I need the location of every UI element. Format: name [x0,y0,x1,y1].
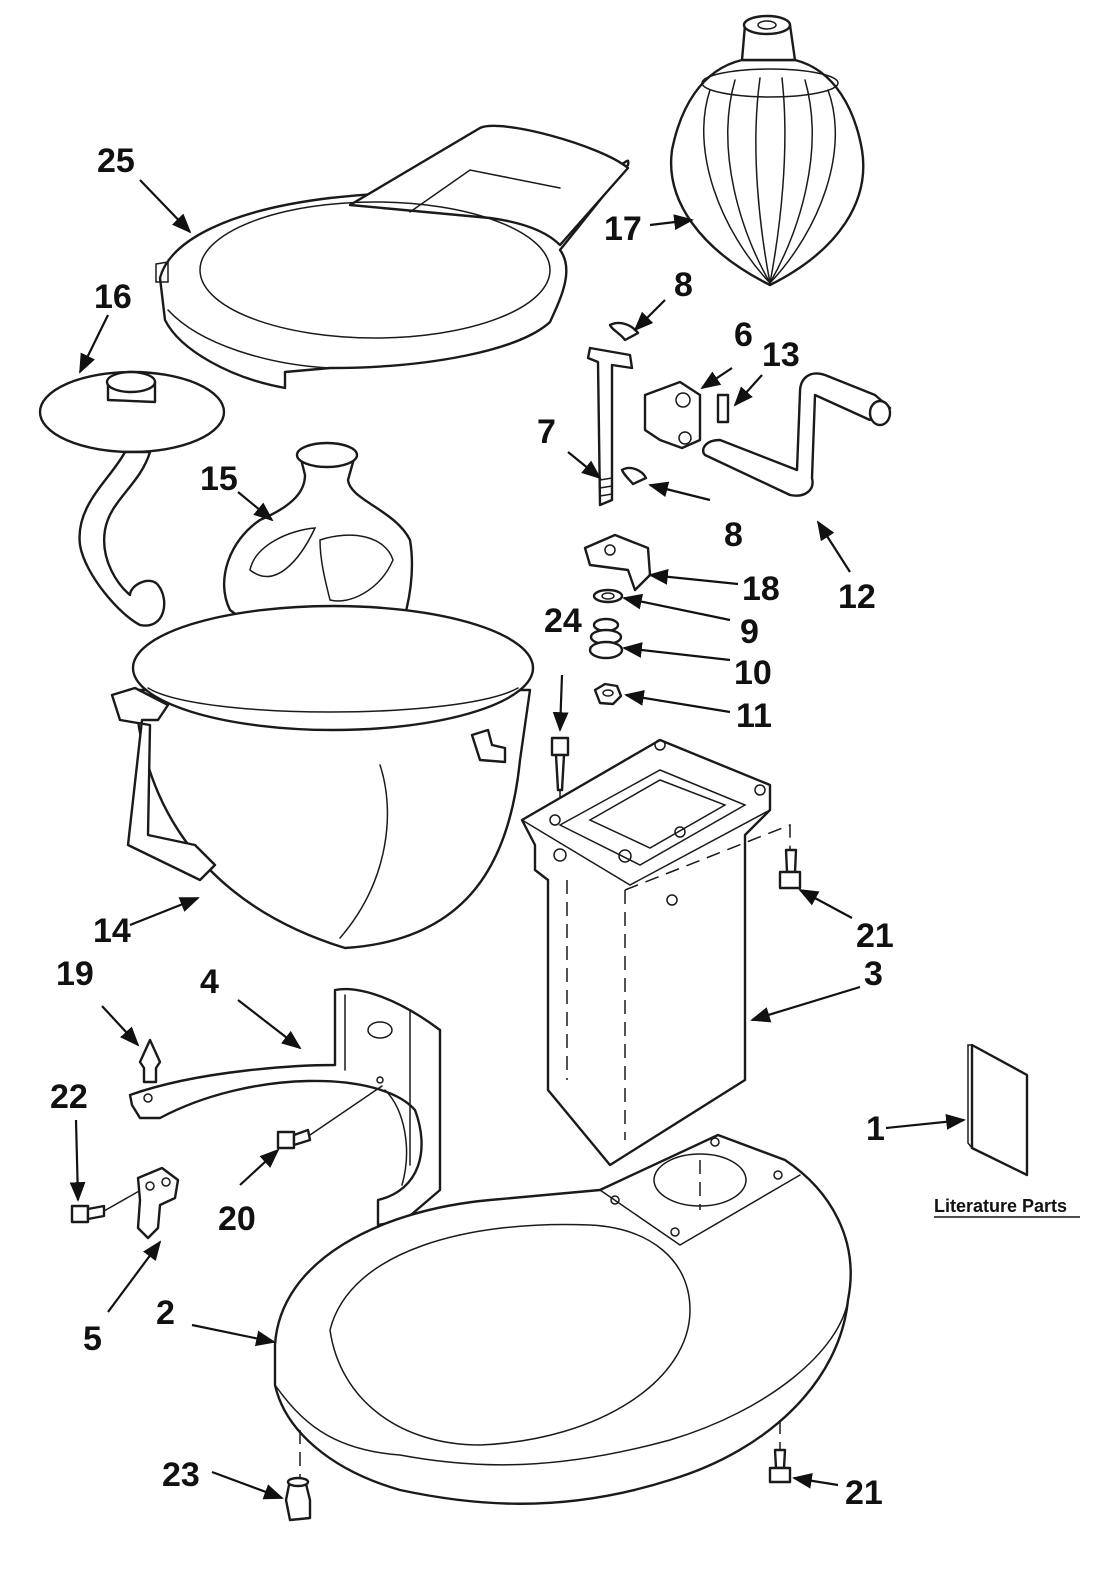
part-locator-pin [138,1038,162,1084]
part-pin-shaft [586,346,634,507]
callout-8-upper: 8 [674,266,693,304]
callout-22: 22 [50,1078,88,1116]
callout-15: 15 [200,460,238,498]
part-clamp-plate [136,1166,180,1240]
literature-parts-caption: Literature Parts [934,1196,1080,1218]
callout-5: 5 [83,1320,102,1358]
part-screw-21-lower [768,1420,792,1484]
part-lever-block [643,380,702,450]
part-base [273,1133,852,1505]
callout-24: 24 [544,602,582,640]
callout-9: 9 [740,613,759,651]
callout-6: 6 [734,316,753,354]
callout-3: 3 [864,955,883,993]
part-bracket [583,533,652,592]
part-column [520,738,791,1167]
callout-21-lower: 21 [845,1474,883,1512]
literature-parts-label: Literature Parts [934,1196,1067,1216]
callout-2: 2 [156,1294,175,1332]
callout-23: 23 [162,1456,200,1494]
part-dough-hook [38,370,226,627]
callout-10: 10 [734,654,772,692]
part-literature [967,1043,1029,1177]
callout-12: 12 [838,578,876,616]
part-screw-21-upper [778,848,802,890]
part-bowl [110,604,535,950]
callout-11: 11 [736,697,772,735]
part-rubber-foot [284,1430,312,1522]
callout-17: 17 [604,210,642,248]
part-pouring-shield [155,124,630,390]
part-cotter-pin-lower [620,466,648,486]
callout-19: 19 [56,955,94,993]
part-screw-22 [70,1185,149,1224]
callout-8-lower: 8 [724,516,743,554]
callout-4: 4 [200,963,219,1001]
callout-7: 7 [537,413,556,451]
callout-1: 1 [866,1110,885,1148]
callout-25: 25 [97,142,135,180]
callout-14: 14 [93,912,131,950]
part-spring-pin [716,393,730,424]
callout-labels: 25 17 8 16 6 13 7 15 8 12 18 9 10 11 24 … [50,142,894,1512]
callout-16: 16 [94,278,132,316]
part-spring [588,617,624,660]
part-crank-handle [701,372,892,497]
leader-lines [69,179,966,1500]
callout-13: 13 [762,336,800,374]
part-bowl-support [128,987,442,1227]
callout-20: 20 [218,1200,256,1238]
part-wire-whip [669,14,865,287]
callout-21-upper: 21 [856,917,894,955]
part-hex-nut [593,682,623,706]
part-screw-20 [276,1085,383,1150]
callout-18: 18 [742,570,780,608]
part-cotter-pin-upper [608,321,640,342]
part-washer [592,588,624,604]
